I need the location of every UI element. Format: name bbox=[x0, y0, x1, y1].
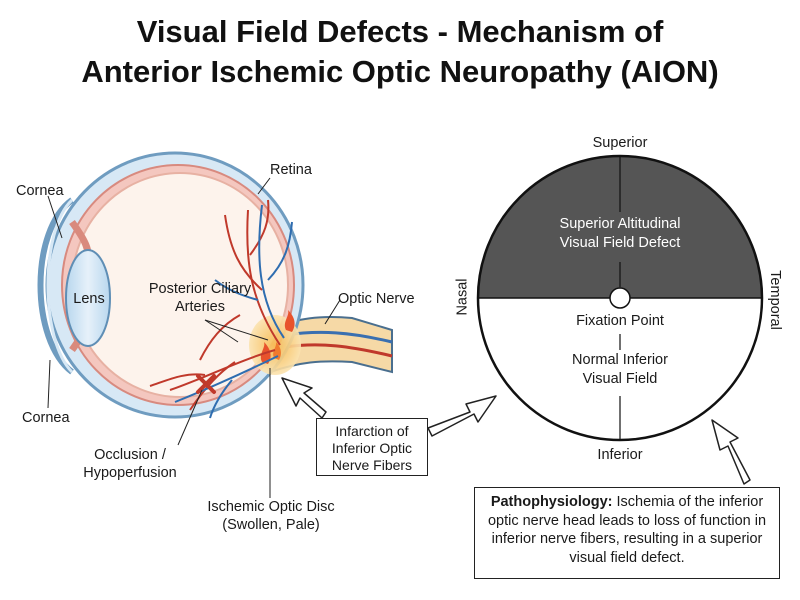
label-lens: Lens bbox=[73, 291, 105, 307]
label-cornea-bottom: Cornea bbox=[22, 410, 70, 426]
eye-cross-section bbox=[37, 151, 393, 498]
cornea-shape bbox=[37, 197, 74, 375]
label-fixation-point: Fixation Point bbox=[576, 313, 664, 329]
label-occlusion-line-1: Occlusion / bbox=[94, 447, 166, 463]
vein-vessels bbox=[174, 204, 293, 419]
label-disc-line-2: (Swollen, Pale) bbox=[222, 517, 320, 533]
label-temporal: Temporal bbox=[766, 270, 783, 330]
callout-line-2: Inferior Optic bbox=[331, 440, 413, 456]
title-line-1: Visual Field Defects - Mechanism of bbox=[136, 14, 664, 49]
label-posterior-ciliary-arteries: Posterior Ciliary Arteries bbox=[125, 280, 275, 316]
callout-line-1: Infarction of bbox=[335, 423, 409, 439]
label-normal-line-1: Normal Inferior bbox=[572, 352, 668, 368]
label-nasal: Nasal bbox=[454, 278, 471, 316]
label-posterior-ciliary-line-2: Arteries bbox=[175, 299, 225, 315]
occlusion-x-icon bbox=[196, 374, 216, 394]
diagram-title: Visual Field Defects - Mechanism of Ante… bbox=[0, 12, 800, 92]
leader-lines bbox=[47, 177, 341, 498]
superior-defect-area bbox=[478, 156, 762, 298]
label-posterior-ciliary-line-1: Posterior Ciliary bbox=[148, 281, 252, 297]
fixation-point-marker bbox=[609, 287, 631, 309]
label-retina: Retina bbox=[270, 162, 312, 178]
callout-arrow-right bbox=[427, 395, 497, 437]
pathophysiology-text: Ischemia of the inferior optic nerve hea… bbox=[487, 494, 767, 566]
label-normal-inferior-field: Normal Inferior Visual Field bbox=[540, 351, 700, 389]
pathophysiology-heading: Pathophysiology: bbox=[490, 494, 613, 510]
callout-arrow-left bbox=[281, 377, 327, 419]
label-superior: Superior bbox=[592, 135, 648, 151]
label-disc-line-1: Ischemic Optic Disc bbox=[207, 499, 335, 515]
label-defect-line-1: Superior Altitudinal bbox=[559, 216, 681, 232]
title-line-2: Anterior Ischemic Optic Neuropathy (AION… bbox=[81, 54, 719, 89]
callout-line-3: Nerve Fibers bbox=[331, 457, 413, 473]
label-occlusion: Occlusion / Hypoperfusion bbox=[62, 446, 198, 482]
label-cornea-top: Cornea bbox=[16, 183, 64, 199]
label-optic-nerve: Optic Nerve bbox=[338, 291, 415, 307]
lens-shape bbox=[65, 249, 111, 347]
label-inferior: Inferior bbox=[597, 447, 643, 463]
label-superior-defect: Superior Altitudinal Visual Field Defect bbox=[520, 215, 720, 253]
artery-vessels bbox=[149, 199, 281, 411]
label-defect-line-2: Visual Field Defect bbox=[559, 235, 681, 251]
flame-icon bbox=[260, 310, 295, 364]
label-normal-line-2: Visual Field bbox=[582, 371, 658, 387]
label-ischemic-optic-disc: Ischemic Optic Disc (Swollen, Pale) bbox=[196, 498, 346, 534]
infarction-callout: Infarction of Inferior Optic Nerve Fiber… bbox=[316, 418, 428, 476]
patho-arrow bbox=[711, 419, 751, 485]
inferior-normal-area bbox=[478, 298, 762, 440]
pathophysiology-box: Pathophysiology: Ischemia of the inferio… bbox=[474, 487, 780, 579]
label-occlusion-line-2: Hypoperfusion bbox=[83, 465, 177, 481]
visual-field-chart bbox=[476, 154, 764, 442]
